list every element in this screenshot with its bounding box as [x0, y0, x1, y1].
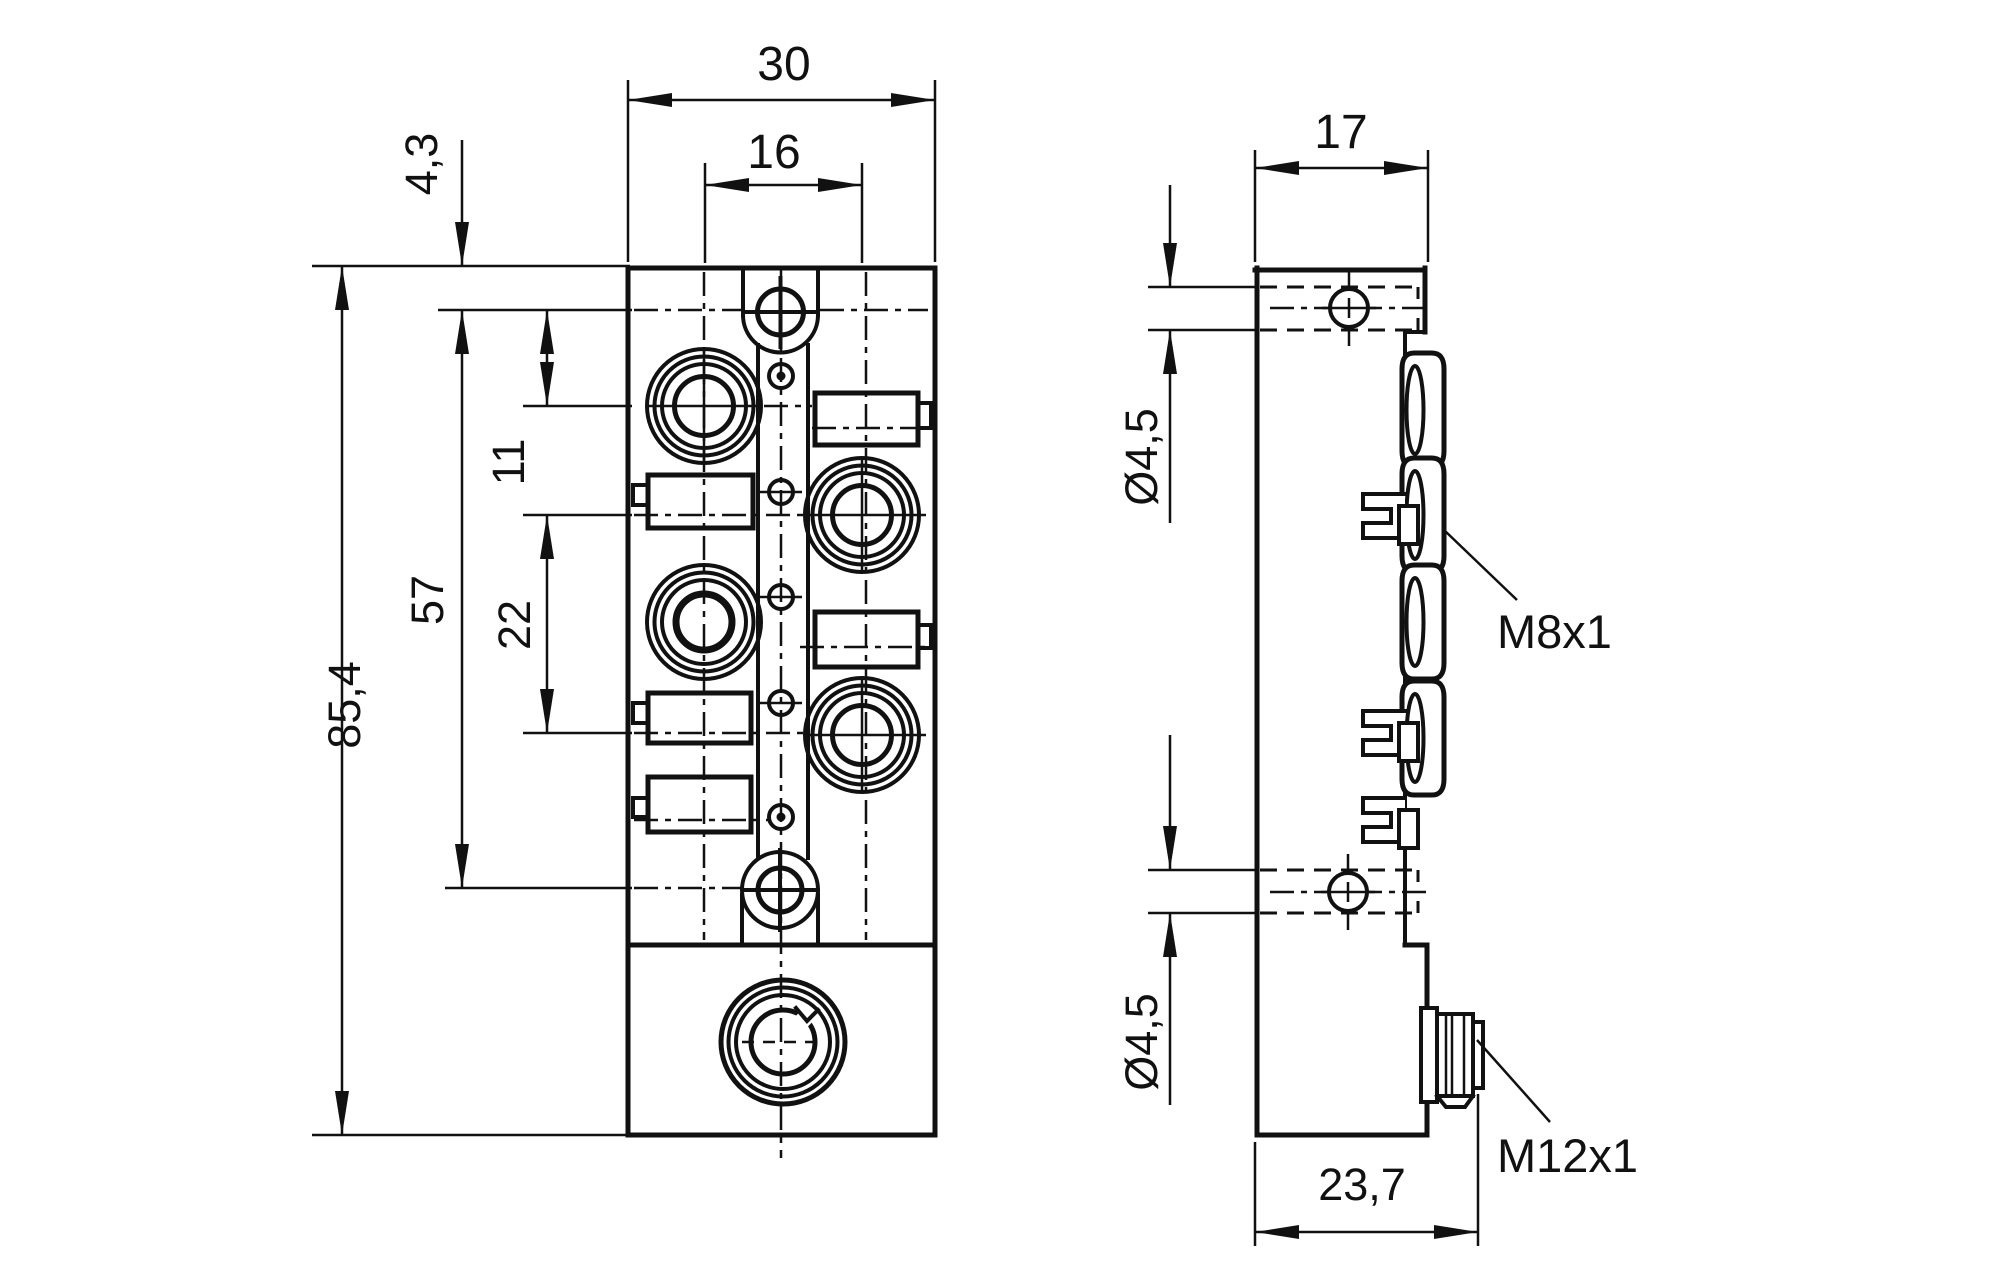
- dim-text-pitch-11: 11: [483, 439, 534, 486]
- m12-leader-line: [1476, 1039, 1551, 1123]
- dim-text-hole-dia-bottom: Ø4,5: [1116, 993, 1167, 1091]
- m8-side-profile: [1399, 350, 1447, 470]
- side-bracket-clips: [1356, 492, 1420, 850]
- dim-text-pitch-22: 22: [489, 600, 540, 650]
- side-top-hole: [1260, 270, 1426, 352]
- bracket-clip: [1356, 709, 1420, 763]
- front-view: [625, 265, 938, 1158]
- led-indicators: [760, 362, 802, 831]
- bottom-mounting-hole: [740, 848, 820, 947]
- bracket-clip: [1356, 492, 1420, 546]
- dim-text-height: 85,4: [319, 661, 370, 749]
- top-mounting-hole: [740, 266, 821, 355]
- m12-keyway-notch: [793, 1005, 821, 1024]
- front-dimensions: 30 16 4,3 85,4 57 11 22: [312, 38, 937, 1137]
- cable-bracket-right-1: [812, 390, 933, 448]
- m12-keyway-mask: [795, 1004, 819, 1028]
- dim-text-width: 30: [757, 38, 810, 91]
- dim-text-depth: 17: [1314, 106, 1367, 159]
- m12-connector-front: [718, 977, 848, 1107]
- side-view: [1252, 265, 1485, 1138]
- m12-connector-side: [1419, 1006, 1485, 1109]
- m8-socket-left-1: [645, 347, 763, 465]
- m8-side-profile: [1399, 562, 1447, 682]
- horizontal-centerlines: [634, 308, 930, 890]
- dim-text-hole-span: 57: [402, 575, 453, 625]
- m8-socket-right-2: [803, 676, 926, 794]
- m8-socket-blank: [645, 563, 763, 681]
- front-body-outline: [625, 265, 938, 1138]
- dim-text-pitch-x: 16: [747, 126, 800, 179]
- cable-bracket-right-2: [812, 609, 933, 670]
- side-bottom-hole: [1260, 854, 1426, 936]
- label-m12-thread: M12x1: [1497, 1129, 1638, 1182]
- bracket-clip: [1356, 796, 1420, 850]
- dim-text-hole-dia-top: Ø4,5: [1116, 408, 1167, 506]
- cable-bracket-left-3: [631, 774, 754, 835]
- dim-text-bottom-depth: 23,7: [1318, 1159, 1406, 1210]
- side-dimensions: 17 Ø4,5 Ø4,5 23,7 M8x1 M12x1: [1116, 106, 1638, 1246]
- m8-leader-line: [1443, 529, 1518, 601]
- dim-text-top-offset: 4,3: [396, 133, 447, 196]
- m8-socket-right-1: [803, 456, 926, 574]
- label-m8-thread: M8x1: [1497, 605, 1612, 658]
- cable-bracket-left-2: [631, 690, 754, 746]
- cable-bracket-left-1: [631, 472, 756, 531]
